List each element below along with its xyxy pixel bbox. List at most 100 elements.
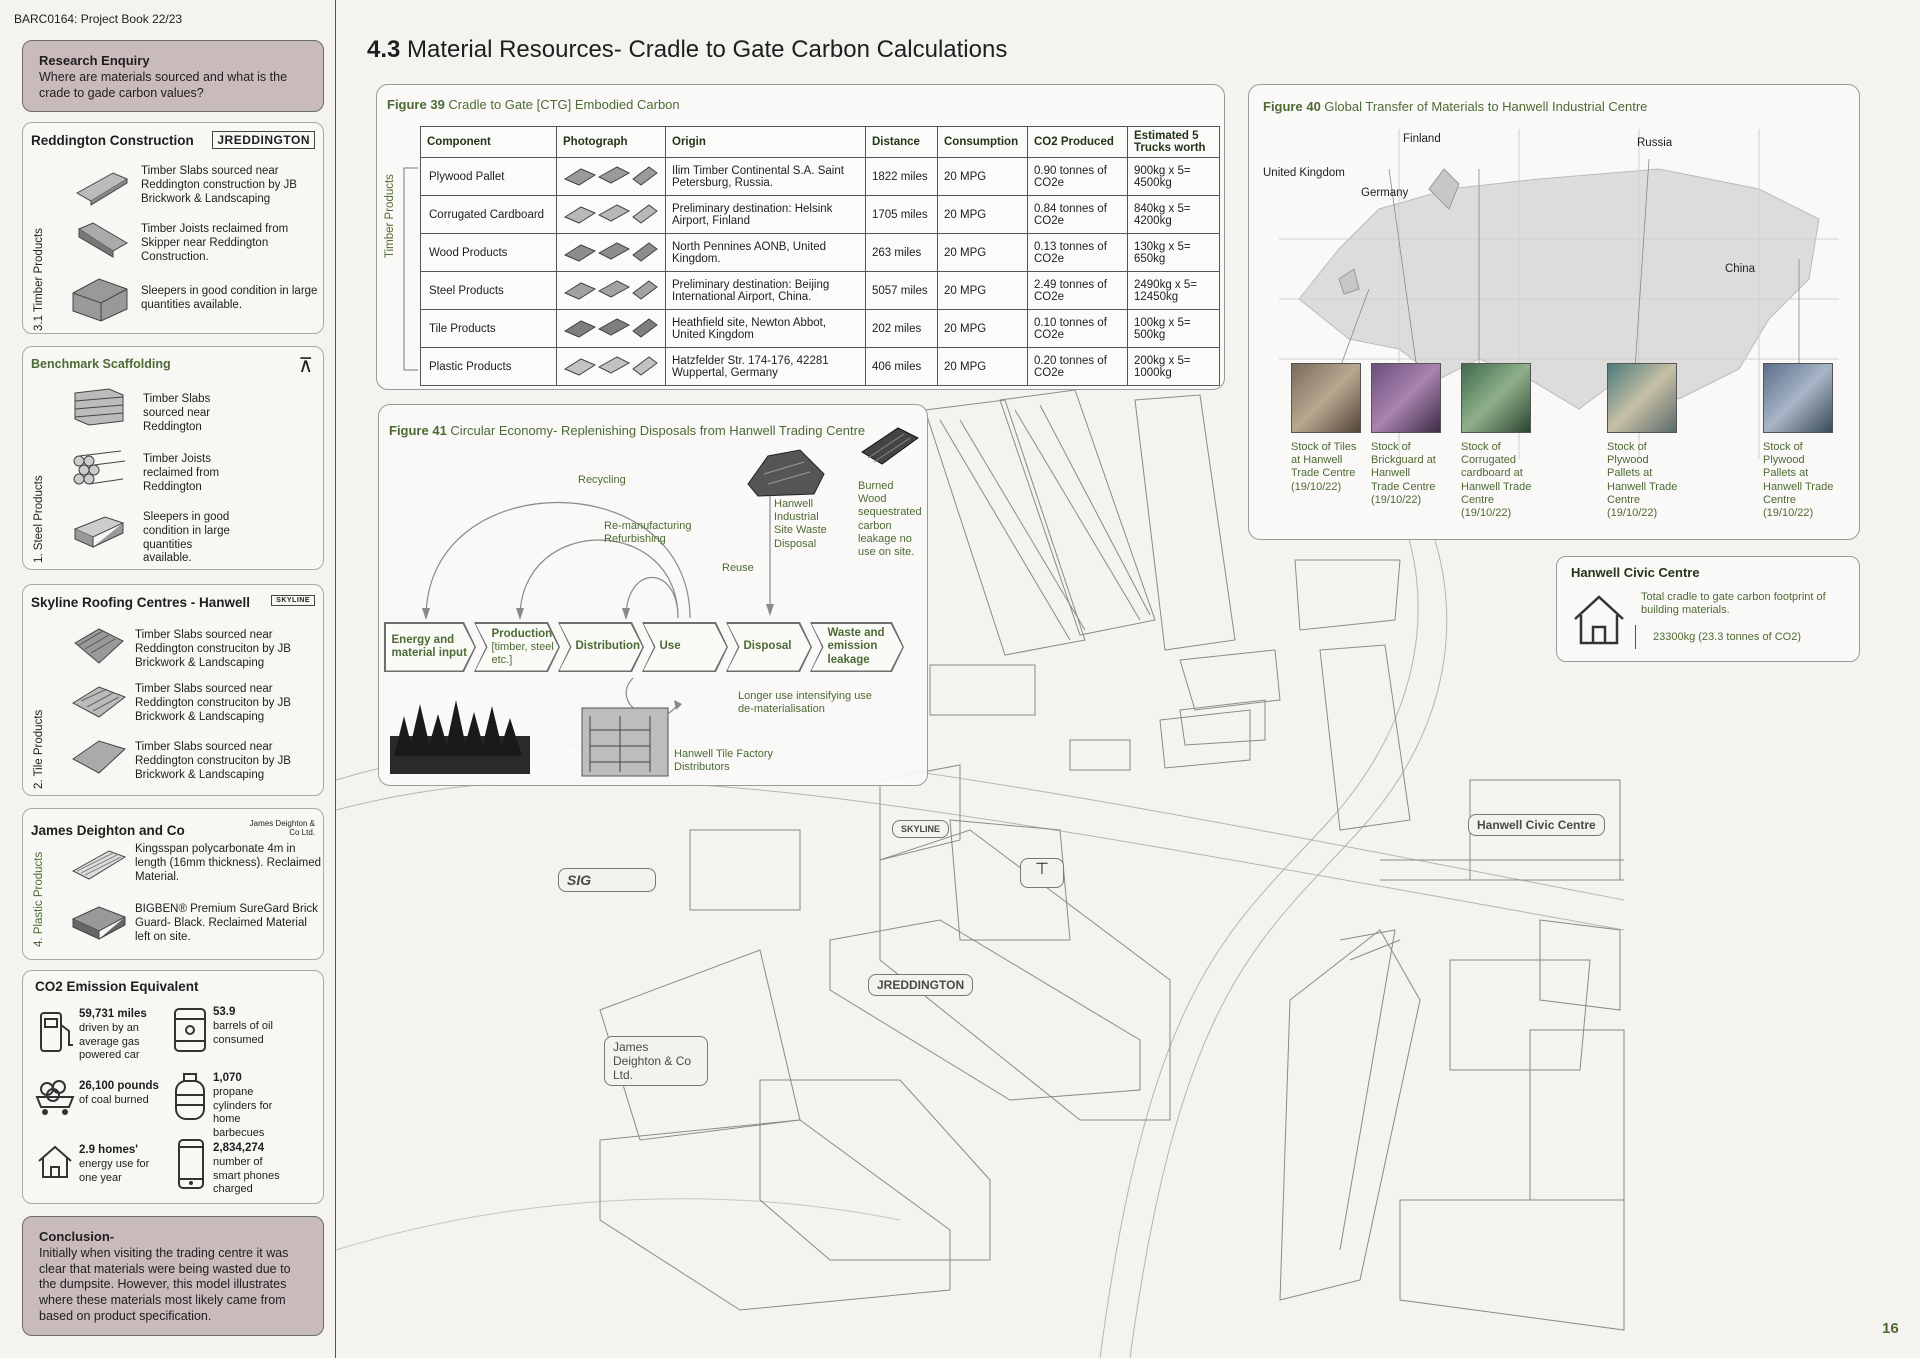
map-label-civic-centre[interactable]: Hanwell Civic Centre: [1468, 814, 1605, 836]
co2-item-value: 59,731 miles: [79, 1008, 147, 1020]
research-heading: Research Enquiry: [39, 53, 150, 68]
map-label-sig[interactable]: SIG: [558, 868, 656, 892]
supplier-card-reddington: Reddington Construction JREDDINGTON 3.1 …: [22, 122, 324, 334]
deighton-logo: James Deighton & Co Ltd.: [249, 819, 315, 837]
supplier-card-james-deighton: James Deighton and Co James Deighton & C…: [22, 808, 324, 960]
co2-item: 59,731 miles driven by an average gas po…: [79, 1007, 159, 1063]
burned-wood-image: [861, 427, 919, 465]
table-row: Plywood Pallet Ilim Timber Continental S.…: [420, 157, 1220, 196]
category-label: 3.1 Timber Products: [33, 228, 45, 331]
longer-use-label: Longer use intensifying use de-materiali…: [738, 690, 872, 716]
header-code: BARC0164: Project Book 22/23: [14, 12, 183, 26]
civic-desc: Total cradle to gate carbon footprint of…: [1641, 591, 1826, 617]
research-enquiry-box: Research Enquiry Where are materials sou…: [22, 40, 324, 112]
scaffold-marker-icon[interactable]: ⊤: [1020, 858, 1064, 888]
supplier-item: Sleepers in good condition in large quan…: [143, 511, 230, 565]
col-header: Component: [420, 126, 557, 158]
country-label: United Kingdom: [1263, 167, 1345, 179]
table-cell: 5057 miles: [865, 271, 938, 310]
remanufacturing-label: Re-manufacturing Refurbishing: [604, 520, 692, 546]
flow-stage-title: Waste and emission leakage: [827, 627, 885, 666]
circular-loops: [422, 496, 774, 717]
civic-heading: Hanwell Civic Centre: [1571, 565, 1700, 580]
table-header-row: Component Photograph Origin Distance Con…: [420, 126, 1220, 158]
supplier-card-skyline: Skyline Roofing Centres - Hanwell SKYLIN…: [22, 584, 324, 796]
supplier-name: Benchmark Scaffolding: [31, 357, 171, 371]
world-map: [1279, 129, 1839, 459]
propane-cylinder-icon: [175, 1073, 205, 1120]
recycling-label: Recycling: [578, 474, 626, 486]
co2-heading: CO2 Emission Equivalent: [35, 979, 199, 994]
co2-item-desc: number of smart phones charged: [213, 1155, 280, 1196]
supplier-card-benchmark: Benchmark Scaffolding ⊼ 1. Steel Product…: [22, 346, 324, 570]
reddington-logo: JREDDINGTON: [212, 131, 315, 149]
stock-caption: Stock of Plywood Pallets at Hanwell Trad…: [1607, 441, 1678, 519]
table-cell: 20 MPG: [937, 157, 1028, 196]
burned-wood-note: Burned Wood sequestrated carbon leakage …: [858, 480, 922, 558]
table-cell: Plywood Pallet: [420, 157, 557, 196]
product-photo: [563, 204, 658, 224]
table-cell: Wood Products: [420, 233, 557, 272]
co2-item-value: 53.9: [213, 1006, 236, 1018]
table-cell: 100kg x 5= 500kg: [1127, 309, 1220, 348]
table-cell: Ilim Timber Continental S.A. Saint Peter…: [665, 157, 866, 196]
steel-tube-bundle-icon: [73, 450, 126, 485]
conclusion-box: Conclusion- Initially when visiting the …: [22, 1216, 324, 1336]
table-cell: 0.10 tonnes of CO2e: [1027, 309, 1128, 348]
stock-photo-cardboard: [1461, 363, 1531, 433]
figure-39-title: Figure 39 Cradle to Gate [CTG] Embodied …: [387, 97, 680, 112]
col-header: CO2 Produced: [1027, 126, 1128, 158]
flow-stage-title: Distribution: [575, 640, 641, 653]
product-photo-cell: [556, 309, 666, 348]
flow-stage-title: Disposal: [743, 640, 792, 653]
map-label-skyline[interactable]: SKYLINE: [892, 820, 950, 838]
map-label-deighton[interactable]: James Deighton & Co Ltd.: [604, 1036, 708, 1086]
product-photo: [563, 356, 658, 376]
supplier-item: Timber Slabs sourced near Reddington con…: [135, 683, 291, 723]
stock-caption: Stock of Brickguard at Hanwell Trade Cen…: [1371, 441, 1436, 506]
col-header: Photograph: [556, 126, 666, 158]
civic-value: 23300kg (23.3 tonnes of CO2): [1653, 631, 1801, 643]
page-title: 4.3 Material Resources- Cradle to Gate C…: [367, 36, 1008, 63]
tile-sheet-icon: [71, 686, 127, 718]
flow-stage: Production[timber, steel etc.]: [474, 622, 560, 672]
table-cell: 1705 miles: [865, 195, 938, 234]
table-cell: Preliminary destination: Helsink Airport…: [665, 195, 866, 234]
co2-equivalent-card: CO2 Emission Equivalent 59,731 miles dri…: [22, 970, 324, 1204]
table-cell: Heathfield site, Newton Abbot, United Ki…: [665, 309, 866, 348]
table-cell: North Pennines AONB, United Kingdom.: [665, 233, 866, 272]
flow-stage-inner: Production[timber, steel etc.]: [476, 624, 559, 671]
waste-disposal-note: Hanwell Industrial Site Waste Disposal: [774, 498, 827, 550]
flow-stage: Distribution: [558, 622, 644, 672]
flow-stage: Energy and material input: [384, 622, 476, 672]
category-label: 2. Tile Products: [33, 709, 45, 789]
col-header: Consumption: [937, 126, 1028, 158]
skyline-logo: SKYLINE: [271, 595, 315, 606]
steel-channel-icon: [73, 516, 125, 548]
map-label-reddington[interactable]: JREDDINGTON: [868, 974, 974, 996]
sleepers-icon: [72, 278, 128, 322]
supplier-item: Timber Slabs sourced near Reddington con…: [141, 165, 297, 205]
research-text: Where are materials sourced and what is …: [39, 70, 288, 100]
flow-stage-title: Use: [659, 640, 681, 653]
stock-caption: Stock of Corrugated cardboard at Hanwell…: [1461, 441, 1532, 519]
tile-factory-note: Hanwell Tile Factory Distributors: [674, 748, 774, 774]
table-cell: Tile Products: [420, 309, 557, 348]
ctg-table: Component Photograph Origin Distance Con…: [420, 126, 1220, 386]
flow-stage: Waste and emission leakage: [810, 622, 904, 672]
table-row: Wood Products North Pennines AONB, United…: [420, 233, 1220, 272]
supplier-name: Skyline Roofing Centres - Hanwell: [31, 595, 251, 610]
scaffold-logo-icon: ⊼: [298, 355, 313, 377]
flow-stage-inner: Distribution: [560, 624, 643, 671]
table-row: Tile Products Heathfield site, Newton Abb…: [420, 309, 1220, 348]
figure-40-panel: Figure 40 Global Transfer of Materials t…: [1248, 84, 1860, 540]
supplier-item: Sleepers in good condition in large quan…: [141, 285, 318, 311]
stock-caption: Stock of Plywood Pallets at Hanwell Trad…: [1763, 441, 1834, 519]
col-header: Origin: [665, 126, 866, 158]
supplier-name: James Deighton and Co: [31, 823, 185, 838]
waste-pile-image: [747, 449, 825, 497]
flow-stage-title: Production: [491, 627, 553, 640]
product-photo-cell: [556, 271, 666, 310]
table-cell: Corrugated Cardboard: [420, 195, 557, 234]
supplier-item: BIGBEN® Premium SureGard Brick Guard- Bl…: [135, 903, 318, 943]
